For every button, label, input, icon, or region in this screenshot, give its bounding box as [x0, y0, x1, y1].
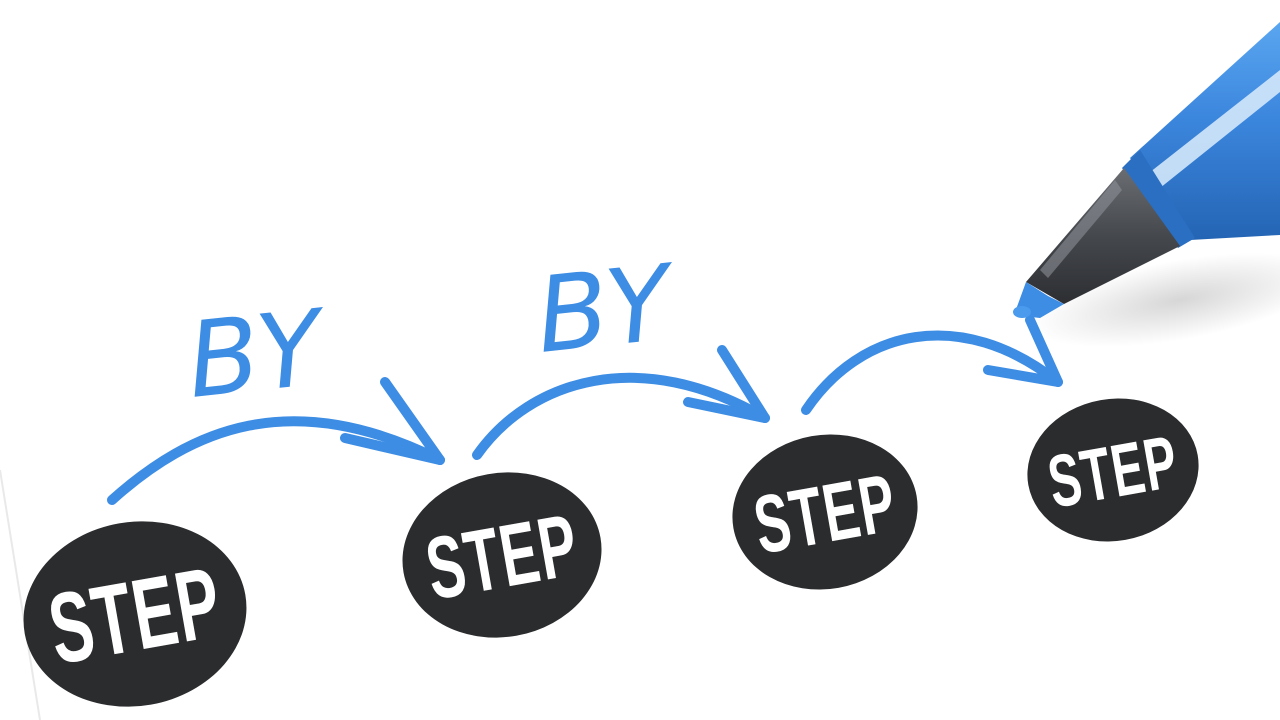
by-label-1: BY: [182, 286, 335, 422]
curved-arrow-icon: [472, 345, 770, 460]
step-badge-4: STEP: [1027, 398, 1199, 542]
step-badge-2: STEP: [402, 472, 602, 638]
by-label-2: BY: [531, 241, 684, 377]
blue-marker-pen-icon: [1013, 22, 1280, 348]
paper-edge: [0, 469, 41, 720]
curved-arrow-icon: [107, 377, 445, 505]
step-badge-3: STEP: [732, 434, 918, 590]
curved-arrow-icon: [801, 315, 1063, 415]
step-badge-1: STEP: [23, 521, 247, 707]
